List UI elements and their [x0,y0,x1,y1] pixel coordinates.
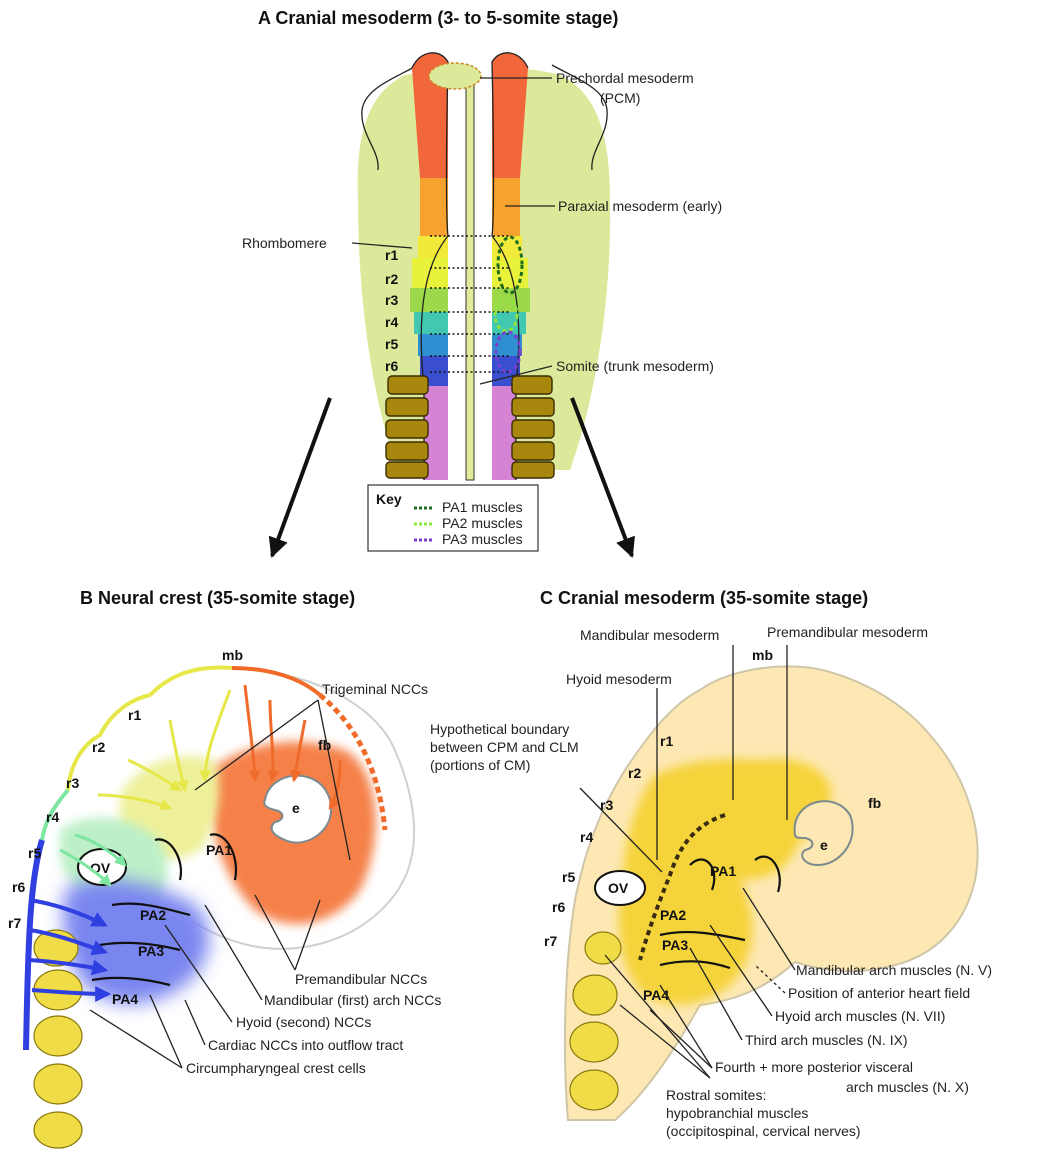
rhombomere-label: r5 [385,336,398,352]
mb-label: mb [222,647,243,663]
rhombomere-label: r5 [562,869,575,885]
trigeminal-label: Trigeminal NCCs [322,681,428,697]
pa1-label: PA1 [206,842,232,858]
key-item-label: PA3 muscles [442,531,523,547]
panel-a-title: A Cranial mesoderm (3- to 5-somite stage… [258,8,618,28]
boundary-label-3: (portions of CM) [430,757,530,773]
fourth-muscles-label-1: Fourth + more posterior visceral [715,1059,913,1075]
pa2-label: PA2 [140,907,166,923]
panel-b: B Neural crest (35-somite stage) e OV [8,588,441,1148]
ov-label: OV [608,880,629,896]
key-item-label: PA2 muscles [442,515,523,531]
eye-label: e [292,800,300,816]
third-muscles-label: Third arch muscles (N. IX) [745,1032,908,1048]
pa4-label: PA4 [112,991,138,1007]
pa2-label: PA2 [660,907,686,923]
rhombomere-label: r2 [628,765,641,781]
prechordal-mesoderm-circle [429,63,481,89]
key-box: Key PA1 muscles PA2 muscles PA3 muscles [368,485,538,551]
eye-label: e [820,837,828,853]
pcm-abbr-label: (PCM) [600,90,640,106]
rhombomere-label: r3 [66,775,79,791]
rhombomere-label: r4 [385,314,398,330]
rhombomere-label: r1 [128,707,141,723]
rhombomere-label: r4 [46,809,59,825]
hyoid-mesoderm-label: Hyoid mesoderm [566,671,672,687]
somite-label: Somite (trunk mesoderm) [556,358,714,374]
rhombomere-label: r2 [385,271,398,287]
rhombomere-label: r7 [8,915,21,931]
rhombomere-label: r2 [92,739,105,755]
boundary-label-2: between CPM and CLM [430,739,579,755]
mandibular-mesoderm-label: Mandibular mesoderm [580,627,719,643]
pcm-label: Prechordal mesoderm [556,70,694,86]
premandibular-ncc-label: Premandibular NCCs [295,971,427,987]
panel-c: C Cranial mesoderm (35-somite stage) e O… [430,588,992,1139]
rhombomere-callout-label: Rhombomere [242,235,327,251]
rostral-somites-label-3: (occipitospinal, cervical nerves) [666,1123,861,1139]
key-item-label: PA1 muscles [442,499,523,515]
cardiac-ncc-label: Cardiac NCCs into outflow tract [208,1037,403,1053]
hyoid-ncc-label: Hyoid (second) NCCs [236,1014,371,1030]
mandibular-ncc-label: Mandibular (first) arch NCCs [264,992,441,1008]
fb-label: fb [868,795,881,811]
panel-a: A Cranial mesoderm (3- to 5-somite stage… [242,8,722,556]
panel-c-title: C Cranial mesoderm (35-somite stage) [540,588,868,608]
mandibular-muscles-label: Mandibular arch muscles (N. V) [796,962,992,978]
neural-tube [410,53,530,480]
rostral-somites-label-2: hypobranchial muscles [666,1105,808,1121]
rhombomere-label: r4 [580,829,593,845]
ov-label: OV [90,860,111,876]
key-title: Key [376,491,402,507]
rhombomere-label: r1 [660,733,673,749]
pa1-label: PA1 [710,863,736,879]
pa4-label: PA4 [643,987,669,1003]
rhombomere-label: r5 [28,845,41,861]
rhombomere-label: r6 [12,879,25,895]
rhombomere-label: r7 [544,933,557,949]
fb-label: fb [318,737,331,753]
circumpharyngeal-label: Circumpharyngeal crest cells [186,1060,366,1076]
mb-label: mb [752,647,773,663]
arrow-to-panel-b [272,398,330,556]
rhombomere-label: r3 [385,292,398,308]
fourth-muscles-label-2: arch muscles (N. X) [846,1079,969,1095]
rhombomere-label: r6 [552,899,565,915]
arrow-to-panel-c [572,398,632,556]
rhombomere-label: r6 [385,358,398,374]
panel-b-title: B Neural crest (35-somite stage) [80,588,355,608]
paraxial-label: Paraxial mesoderm (early) [558,198,722,214]
premandibular-mesoderm-label: Premandibular mesoderm [767,624,928,640]
pa3-label: PA3 [138,943,164,959]
heart-field-label: Position of anterior heart field [788,985,970,1001]
boundary-label-1: Hypothetical boundary [430,721,569,737]
pa3-label: PA3 [662,937,688,953]
hyoid-muscles-label: Hyoid arch muscles (N. VII) [775,1008,945,1024]
rhombomere-label: r1 [385,247,398,263]
rostral-somites-label-1: Rostral somites: [666,1087,766,1103]
